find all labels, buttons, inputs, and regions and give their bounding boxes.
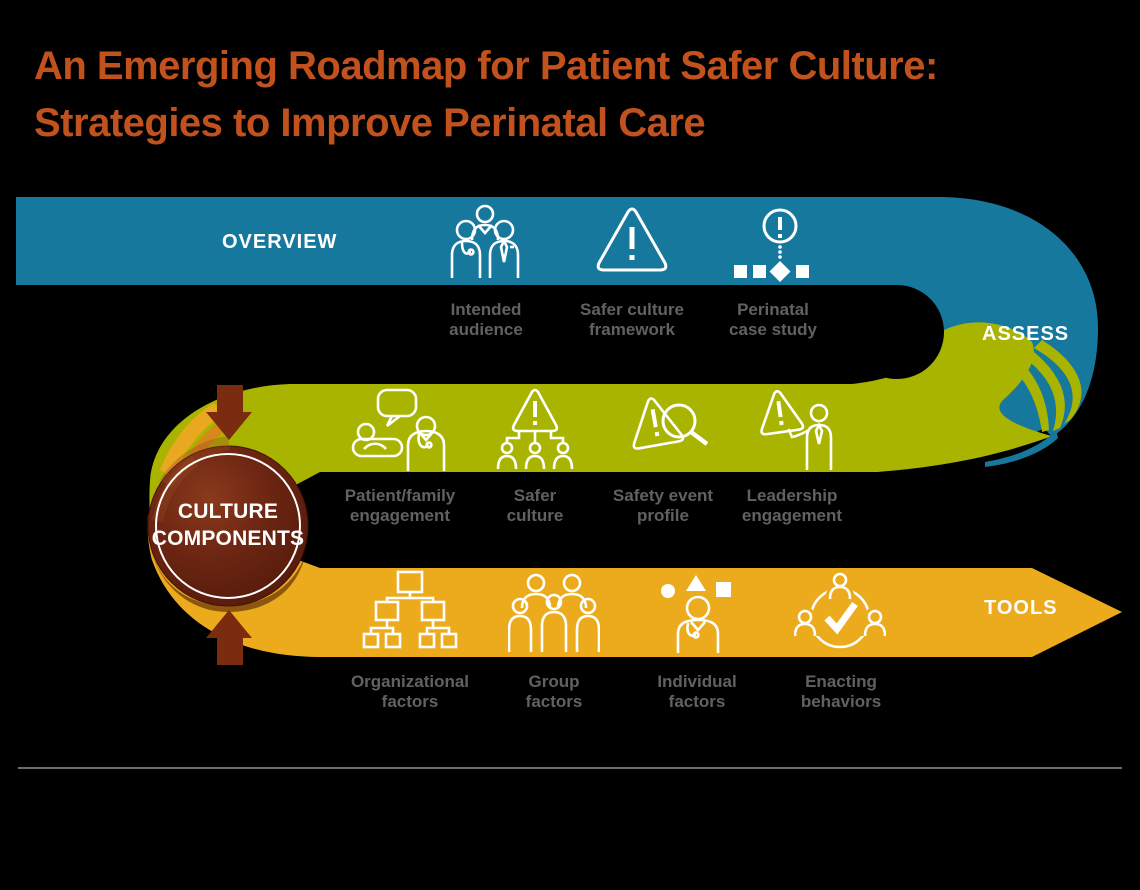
assess-band-label: ASSESS xyxy=(982,323,1070,345)
item-label-safer-culture: Safer culture xyxy=(506,486,564,525)
page-title-line2: Strategies to Improve Perinatal Care xyxy=(34,101,706,145)
item-label-leadership-engagement: Leadership engagement xyxy=(741,486,843,525)
bottom-divider-line xyxy=(18,767,1122,769)
item-label-intended-audience: Intended audience xyxy=(449,300,523,339)
up-arrow xyxy=(206,610,252,665)
item-label-safer-culture-framework: Safer culture framework xyxy=(580,300,684,339)
patient-clinician-conversation-icon xyxy=(351,388,446,471)
overview-band-label: OVERVIEW xyxy=(222,231,338,253)
item-label-perinatal-case-study: Perinatal case study xyxy=(729,300,817,339)
page-title: An Emerging Roadmap for Patient Safer Cu… xyxy=(34,38,1084,152)
circle-checkmark-people-icon xyxy=(794,570,886,649)
item-label-patient-family-engagement: Patient/family engagement xyxy=(344,486,456,525)
warning-triangle-icon xyxy=(596,207,668,272)
item-label-enacting-behaviors: Enacting behaviors xyxy=(800,672,882,711)
item-label-individual-factors: Individual factors xyxy=(657,672,737,711)
page-title-line1: An Emerging Roadmap for Patient Safer Cu… xyxy=(34,44,938,88)
assess-band-shape xyxy=(149,322,1052,528)
warning-triangle-presenter-icon xyxy=(760,389,833,470)
alert-milestones-icon xyxy=(734,208,809,282)
item-label-organizational-factors: Organizational factors xyxy=(350,672,470,711)
overview-transition-sliver xyxy=(985,430,1058,467)
warning-triangle-team-icon xyxy=(496,388,574,470)
warning-triangle-magnifier-icon xyxy=(632,397,709,450)
tools-band-label: TOOLS xyxy=(984,597,1058,619)
people-group-icon xyxy=(508,573,600,652)
org-chart-icon xyxy=(362,570,458,649)
item-label-group-factors: Group factors xyxy=(525,672,583,711)
assess-transition-stripes xyxy=(1002,340,1082,432)
hub-label-line1: CULTURE xyxy=(177,500,279,523)
ribbon-inner-hole xyxy=(850,285,944,379)
hub-label-line2: COMPONENTS xyxy=(151,527,305,550)
hub-label: CULTURE COMPONENTS xyxy=(128,498,328,552)
down-arrow xyxy=(206,385,252,440)
hub-circle xyxy=(147,436,309,612)
item-label-safety-event-profile: Safety event profile xyxy=(612,486,714,525)
care-team-icon xyxy=(450,204,520,278)
clinician-shapes-icon xyxy=(661,575,731,653)
